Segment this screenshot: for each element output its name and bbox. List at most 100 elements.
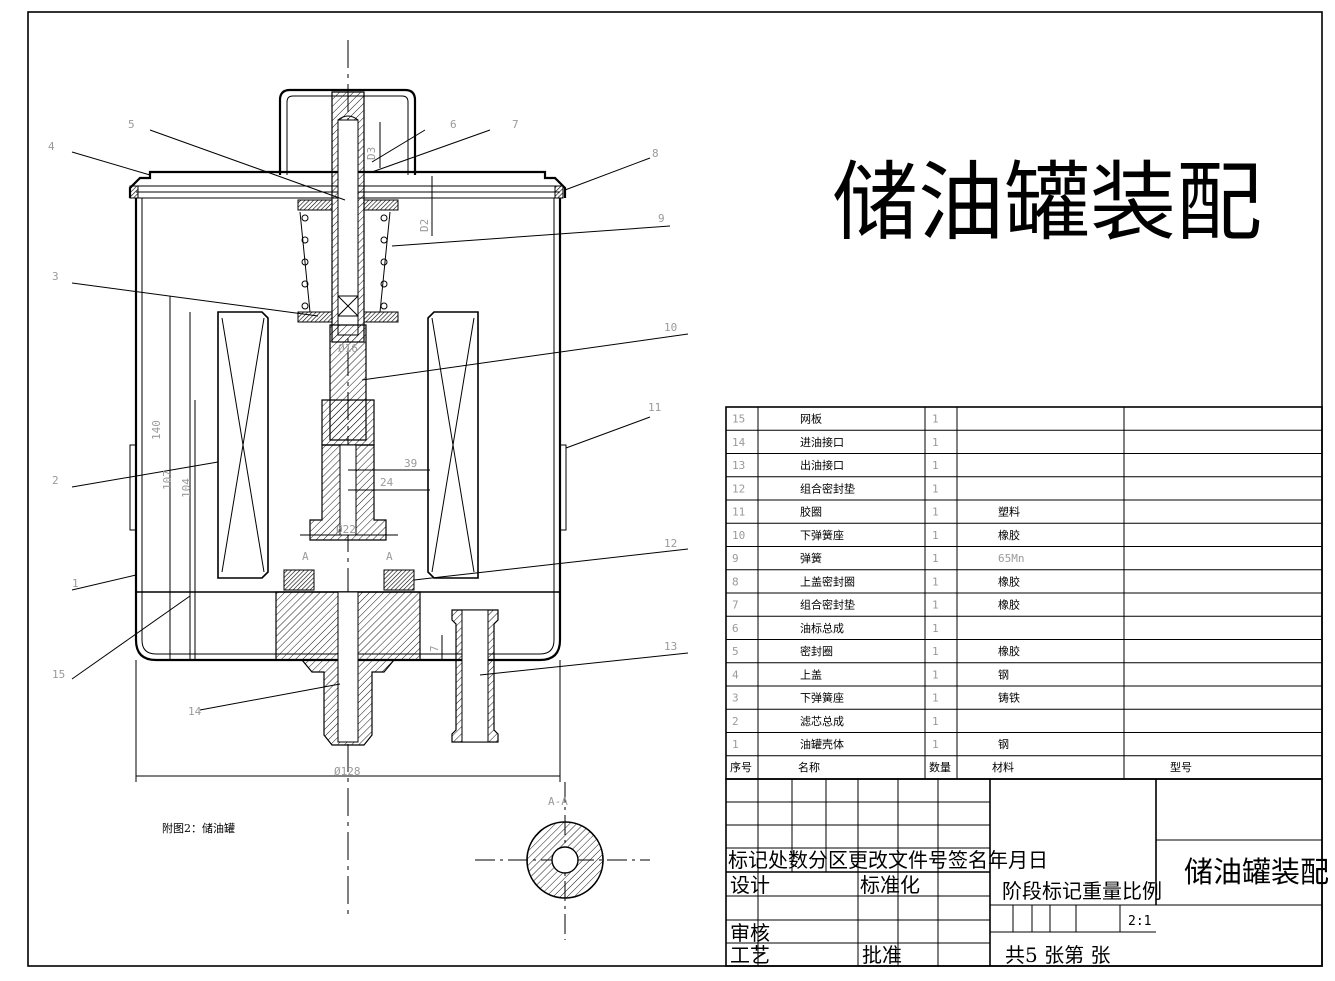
bom-row-name: 滤芯总成 [800,714,844,728]
bom-row-qty: 1 [932,436,939,449]
bom-row-qty: 1 [932,529,939,542]
bom-row-no: 3 [732,692,739,705]
tb-approve: 批准 [862,943,902,967]
dim-140: 140 [150,420,163,440]
filter-right [427,311,479,579]
dimension-lines [135,122,561,782]
dim-107: 107 [161,470,174,490]
leader-numbers: 1 2 3 4 5 6 7 8 9 10 11 12 13 14 15 [48,118,677,718]
bom-row-qty: 1 [932,459,939,472]
bom-header-qty: 数量 [929,761,951,774]
dim-d22: Ø22 [336,523,356,536]
bom-row-material: 塑料 [998,505,1020,519]
bom-header-material: 材料 [992,760,1014,774]
spring [299,211,391,313]
bom-row-name: 下弹簧座 [800,691,844,705]
bom-row-qty: 1 [932,575,939,588]
bom-row-no: 7 [732,599,739,612]
dim-7: 7 [428,645,441,652]
leader-5: 5 [128,118,135,131]
bom-row-name: 组合密封垫 [800,481,855,495]
bom-header-no: 序号 [730,760,752,774]
leader-7: 7 [512,118,519,131]
bom-row-material: 钢 [998,668,1009,681]
tb-design: 设计 [730,873,770,897]
dim-d16: Ø16 [338,342,358,355]
bom-row-no: 4 [732,668,739,681]
title-block: 标记处数分区更改文件号签名年月日 设计 标准化 阶段标记重量比例 2:1 审核 … [725,778,1329,967]
bom-row-qty: 1 [932,413,939,426]
leader-11: 11 [648,401,661,414]
leader-9: 9 [658,212,665,225]
filter-left [217,311,269,579]
bom-row-qty: 1 [932,552,939,565]
leader-lines [71,129,689,711]
bom-row-material: 65Mn [998,552,1025,565]
dim-39: 39 [404,457,417,470]
drawing-caption: 附图2：储油罐 [162,821,235,835]
bom-row-qty: 1 [932,482,939,495]
bom-row-name: 上盖密封圈 [800,574,855,588]
bom-row-qty: 1 [932,715,939,728]
bom-row-name: 密封圈 [800,644,833,658]
bom-row-no: 1 [732,738,739,751]
bom-row-qty: 1 [932,622,939,635]
leader-14: 14 [188,705,202,718]
bom-row-no: 5 [732,645,739,658]
bom-header-name: 名称 [798,760,820,774]
bom-row-qty: 1 [932,506,939,519]
leader-4: 4 [48,140,55,153]
leader-1: 1 [72,577,79,590]
dim-d2: D2 [418,219,431,232]
bom-row-name: 网板 [800,412,822,426]
section-label: A-A [548,795,568,808]
tb-stage-row: 阶段标记重量比例 [1002,879,1162,903]
bom-row-no: 10 [732,529,745,542]
bom-row-no: 12 [732,482,745,495]
dim-104: 104 [180,478,193,498]
tb-drawing-name: 储油罐装配 [1184,855,1329,889]
bom-row-no: 13 [732,459,745,472]
leader-13: 13 [664,640,677,653]
leader-3: 3 [52,270,59,283]
leader-15: 15 [52,668,65,681]
leader-6: 6 [450,118,457,131]
bom-row-name: 组合密封垫 [800,598,855,612]
bom-row-name: 上盖 [800,667,822,681]
section-mark-left: A [302,550,309,563]
bom-row-qty: 1 [932,692,939,705]
leader-8: 8 [652,147,659,160]
bom-row-name: 油罐壳体 [800,737,844,751]
section-mark-right: A [386,550,393,563]
dim-d3: D3 [365,147,378,160]
bom-row-name: 进油接口 [800,435,844,449]
leader-10: 10 [664,321,677,334]
bom-row-name: 油标总成 [800,621,844,635]
bom-row-no: 9 [732,552,739,565]
tb-mark-row: 标记处数分区更改文件号签名年月日 [728,848,1048,872]
bom-row-no: 2 [732,715,739,728]
tb-scale: 2:1 [1128,914,1151,929]
assembly-view: 1 2 3 4 5 6 7 8 9 10 11 12 13 14 15 D3 D… [48,40,689,915]
bom-row-name: 弹簧 [800,551,822,565]
tb-review: 审核 [730,921,770,945]
section-view: A-A [475,782,650,940]
dimension-texts: D3 D2 140 104 107 39 24 Ø16 Ø22 Ø128 7 A… [150,147,441,778]
bom-row-material: 橡胶 [998,528,1020,542]
bom-row-material: 橡胶 [998,598,1020,612]
dim-d128: Ø128 [334,765,361,778]
leader-2: 2 [52,474,59,487]
bom-row-name: 胶圈 [800,505,822,519]
bom-row-name: 下弹簧座 [800,528,844,542]
tb-sheets: 共5 张第 张 [1005,943,1110,967]
drawing-title: 储油罐装配 [832,153,1262,253]
tb-standardize: 标准化 [860,873,920,897]
dim-24: 24 [380,476,394,489]
bom-row-material: 橡胶 [998,574,1020,588]
bom-row-qty: 1 [932,738,939,751]
bom-header-type: 型号 [1170,760,1192,774]
bom-row-qty: 1 [932,599,939,612]
bom-row-name: 出油接口 [800,458,844,472]
